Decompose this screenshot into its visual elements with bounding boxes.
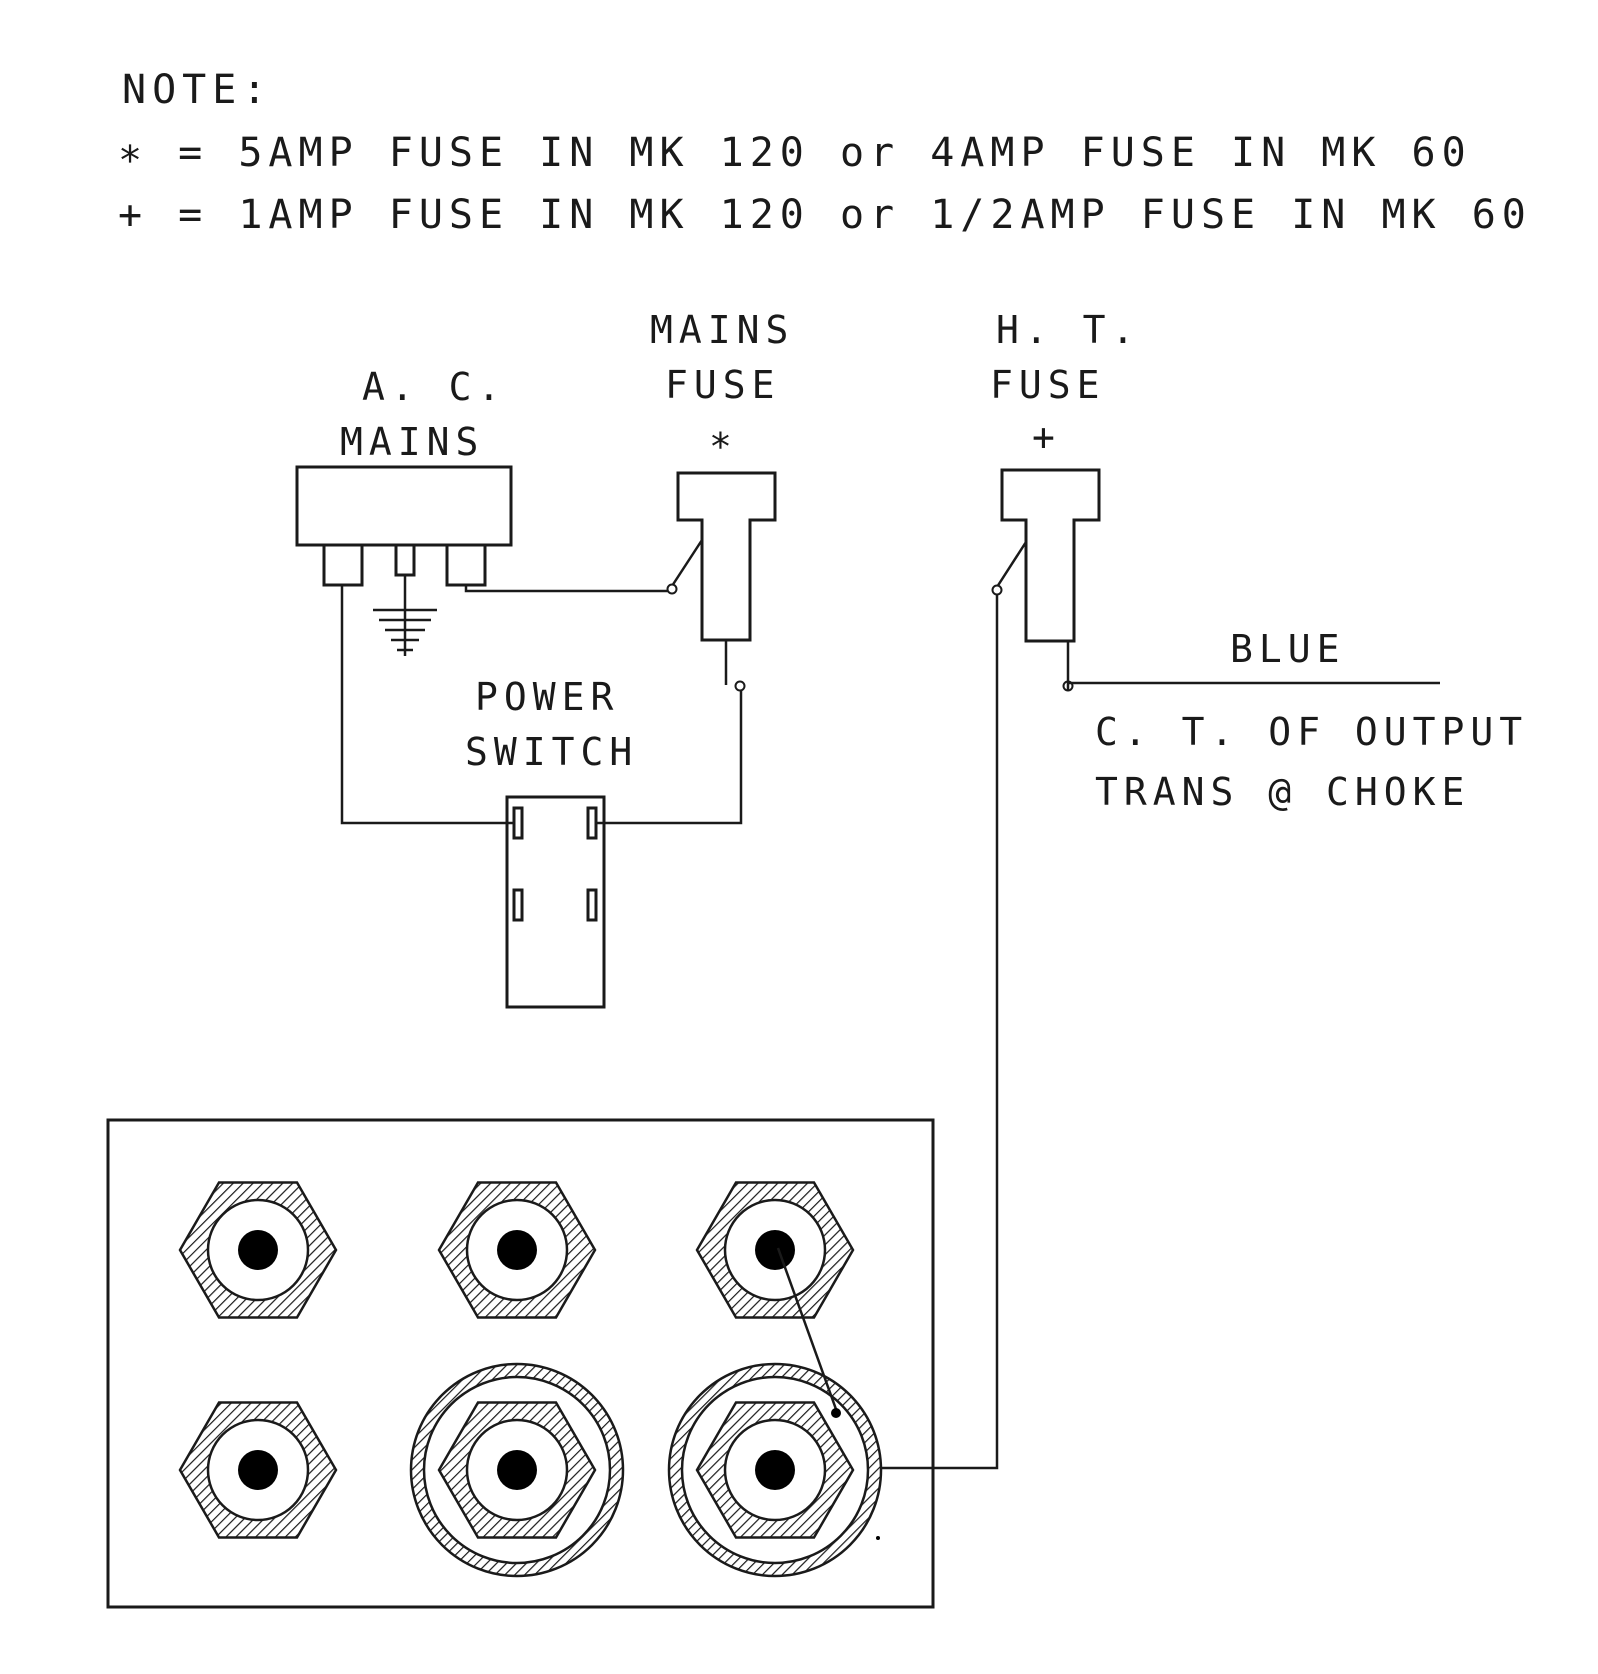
mains-fuse-asterisk: ∗ <box>709 417 738 461</box>
mains-fuse-label-line1: MAINS <box>650 308 794 352</box>
ac-mains-label-line1: A. C. <box>362 365 506 409</box>
ht-fuse-label-line2: FUSE <box>990 363 1106 407</box>
power-switch <box>505 795 606 1009</box>
jack-4 <box>178 1401 338 1539</box>
ct-label-line1: C. T. OF OUTPUT <box>1095 710 1528 754</box>
mains-fuse-label-line2: FUSE <box>665 363 781 407</box>
jack-center-pin <box>497 1230 537 1270</box>
power-switch-label-line1: POWER <box>475 675 619 719</box>
note-line-mains-fuse: ∗ = 5AMP FUSE IN MK 120 or 4AMP FUSE IN … <box>118 130 1472 176</box>
note-heading: NOTE: <box>122 67 272 113</box>
power-switch-label-line2: SWITCH <box>465 730 638 774</box>
ac-mains-label-line2: MAINS <box>340 420 484 464</box>
earth-ground-icon <box>373 575 437 656</box>
jack-center-pin <box>238 1230 278 1270</box>
mains-fuse-holder <box>666 471 777 692</box>
jack-center-pin <box>497 1450 537 1490</box>
jack-link-solder-point <box>831 1408 841 1418</box>
note-line-ht-fuse: + = 1AMP FUSE IN MK 120 or 1/2AMP FUSE I… <box>118 192 1532 238</box>
jack-panel <box>106 1118 935 1609</box>
jack-2 <box>437 1181 597 1319</box>
ct-label-line2: TRANS @ CHOKE <box>1095 770 1470 814</box>
jack-link-wire <box>776 1247 839 1413</box>
jack-center-pin <box>238 1450 278 1490</box>
jack-5 <box>409 1362 625 1578</box>
ht-fuse-plus: + <box>1032 415 1061 459</box>
jack-center-pin <box>755 1230 795 1270</box>
panel-speck <box>876 1536 880 1540</box>
blue-wire-label: BLUE <box>1230 627 1346 671</box>
jack-group <box>178 1181 883 1578</box>
jack-3 <box>695 1181 855 1319</box>
ht-fuse-holder <box>991 468 1101 692</box>
jack-6 <box>667 1362 883 1578</box>
ht-fuse-label-line1: H. T. <box>996 308 1140 352</box>
jack-center-pin <box>755 1450 795 1490</box>
ac-mains-socket <box>295 465 513 587</box>
jack-1 <box>178 1181 338 1319</box>
